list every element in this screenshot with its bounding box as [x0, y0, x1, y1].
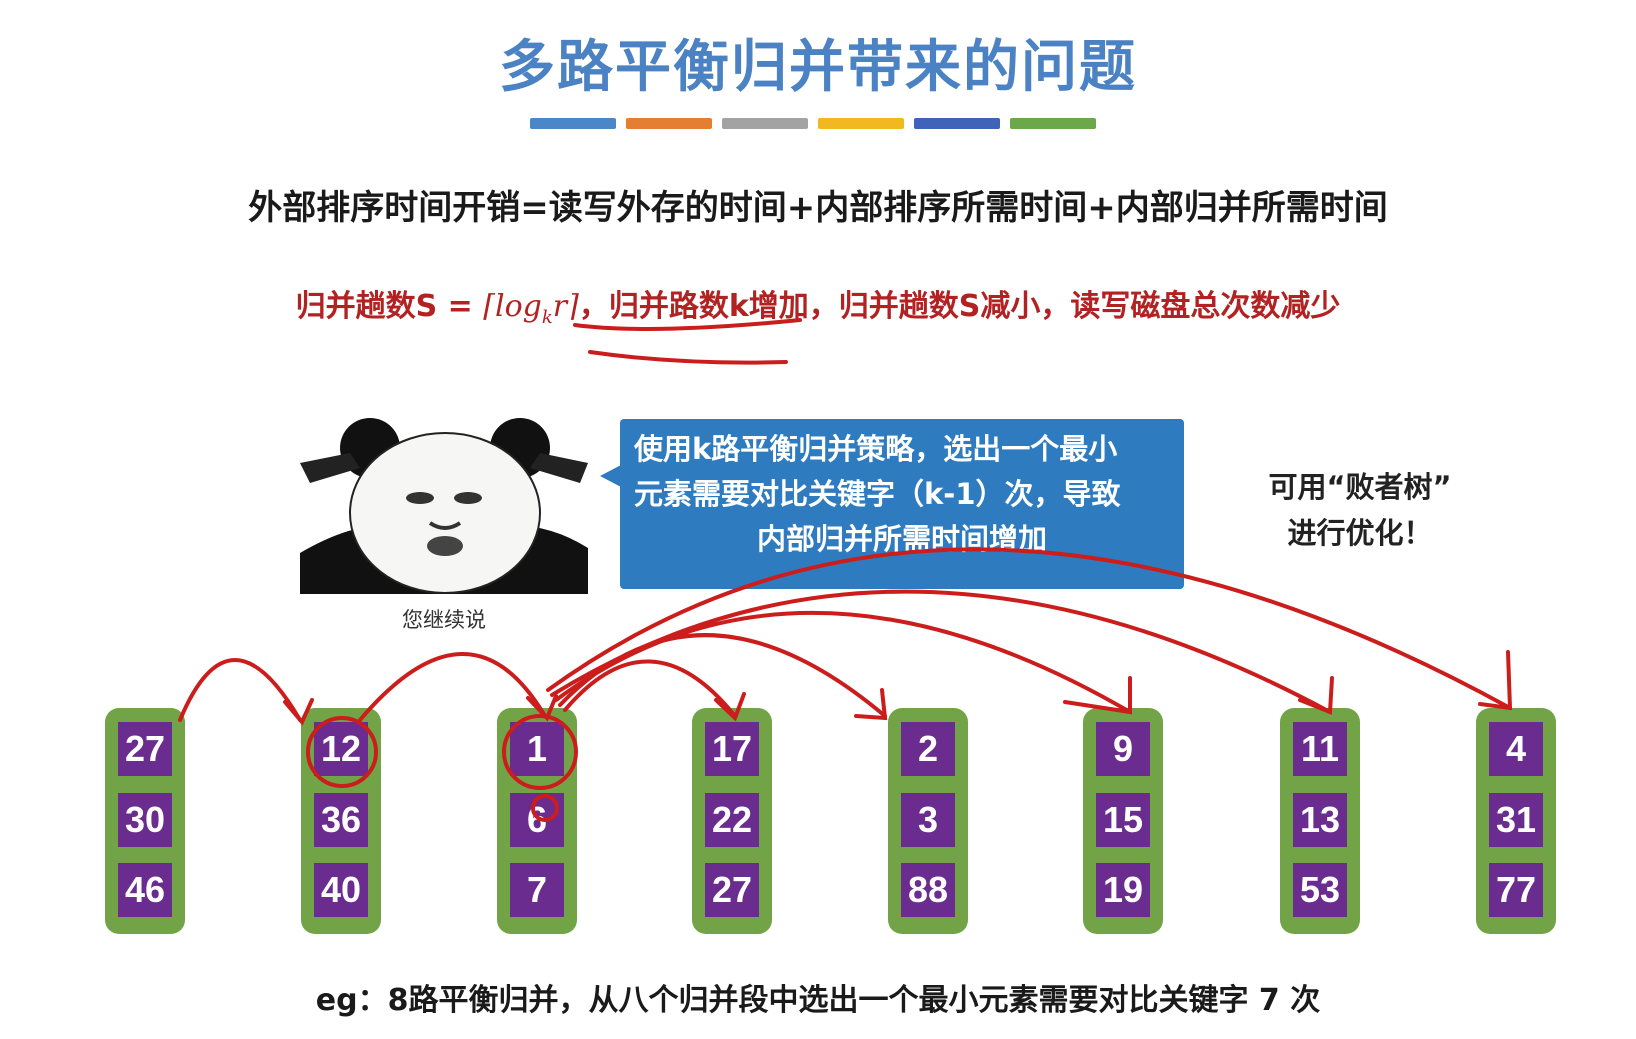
run-key: 3 — [901, 793, 955, 847]
panda-meme-drawing — [300, 418, 588, 594]
panda-meme-image — [300, 418, 588, 594]
run-key: 31 — [1489, 793, 1543, 847]
color-segment-gray — [722, 118, 808, 129]
merge-run: 12 36 40 — [301, 708, 381, 934]
arrow-head — [1298, 676, 1334, 715]
merge-run: 9 15 19 — [1083, 708, 1163, 934]
run-key: 19 — [1096, 863, 1150, 917]
run-key: 13 — [1293, 793, 1347, 847]
run-key: 9 — [1096, 722, 1150, 776]
compare-arrow — [554, 611, 1132, 714]
merge-run: 1 6 7 — [497, 708, 577, 934]
callout-box: 使用k路平衡归并策略，选出一个最小 元素需要对比关键字（k-1）次，导致 内部归… — [620, 419, 1184, 589]
compare-arrow — [558, 633, 887, 718]
side-note-line: 可用“败者树” — [1268, 470, 1452, 504]
example-note: eg：8路平衡归并，从八个归并段中选出一个最小元素需要对比关键字 7 次 — [315, 983, 1321, 1018]
run-key: 36 — [314, 793, 368, 847]
compare-arrow — [178, 658, 302, 722]
callout-pointer — [600, 465, 621, 487]
arrow-head — [854, 688, 888, 721]
merge-pass-prefix: 归并趟数S = — [295, 289, 484, 324]
callout-line: 内部归并所需时间增加 — [756, 522, 1047, 556]
color-segment-orange — [626, 118, 712, 129]
side-note: 可用“败者树” 进行优化！ — [1255, 464, 1465, 556]
color-segment-blue — [530, 118, 616, 129]
run-key: 1 — [510, 722, 564, 776]
compare-arrow — [550, 589, 1332, 714]
run-key: 30 — [118, 793, 172, 847]
merge-run: 17 22 27 — [692, 708, 772, 934]
ceil-log-expression: ⌈logkr⌉ — [483, 289, 579, 328]
arrow-head — [1063, 676, 1132, 715]
run-key: 12 — [314, 722, 368, 776]
arrow-head — [1478, 650, 1513, 711]
page-title: 多路平衡归并带来的问题 — [499, 35, 1137, 100]
title-color-bar — [530, 118, 1096, 129]
run-key: 53 — [1293, 863, 1347, 917]
run-key: 88 — [901, 863, 955, 917]
log-text: log — [494, 289, 542, 324]
run-key: 77 — [1489, 863, 1543, 917]
underline-stroke — [588, 350, 788, 365]
run-key: 27 — [705, 863, 759, 917]
run-key: 6 — [510, 793, 564, 847]
meme-caption: 您继续说 — [402, 608, 486, 632]
callout-line: 使用k路平衡归并策略，选出一个最小 — [634, 432, 1118, 466]
side-note-line: 进行优化！ — [1287, 516, 1433, 550]
time-cost-formula: 外部排序时间开销=读写外存的时间+内部排序所需时间+内部归并所需时间 — [248, 188, 1388, 228]
color-segment-green — [1010, 118, 1096, 129]
run-key: 22 — [705, 793, 759, 847]
run-key: 17 — [705, 722, 759, 776]
run-key: 46 — [118, 863, 172, 917]
run-key: 27 — [118, 722, 172, 776]
run-key: 15 — [1096, 793, 1150, 847]
color-segment-darkblue — [914, 118, 1000, 129]
run-key: 4 — [1489, 722, 1543, 776]
merge-run: 11 13 53 — [1280, 708, 1360, 934]
merge-run: 2 3 88 — [888, 708, 968, 934]
merge-run: 27 30 46 — [105, 708, 185, 934]
run-key: 7 — [510, 863, 564, 917]
color-segment-yellow — [818, 118, 904, 129]
run-key: 11 — [1293, 722, 1347, 776]
merge-pass-formula: 归并趟数S = ⌈logkr⌉，归并路数k增加，归并趟数S减小，读写磁盘总次数减… — [0, 281, 1636, 328]
log-arg-r: r — [552, 289, 568, 324]
callout-line: 元素需要对比关键字（k-1）次，导致 — [634, 477, 1121, 511]
run-key: 2 — [901, 722, 955, 776]
log-base-k: k — [541, 307, 553, 328]
merge-run: 4 31 77 — [1476, 708, 1556, 934]
run-key: 40 — [314, 863, 368, 917]
merge-pass-suffix: ，归并路数k增加，归并趟数S减小，读写磁盘总次数减少 — [578, 289, 1341, 324]
